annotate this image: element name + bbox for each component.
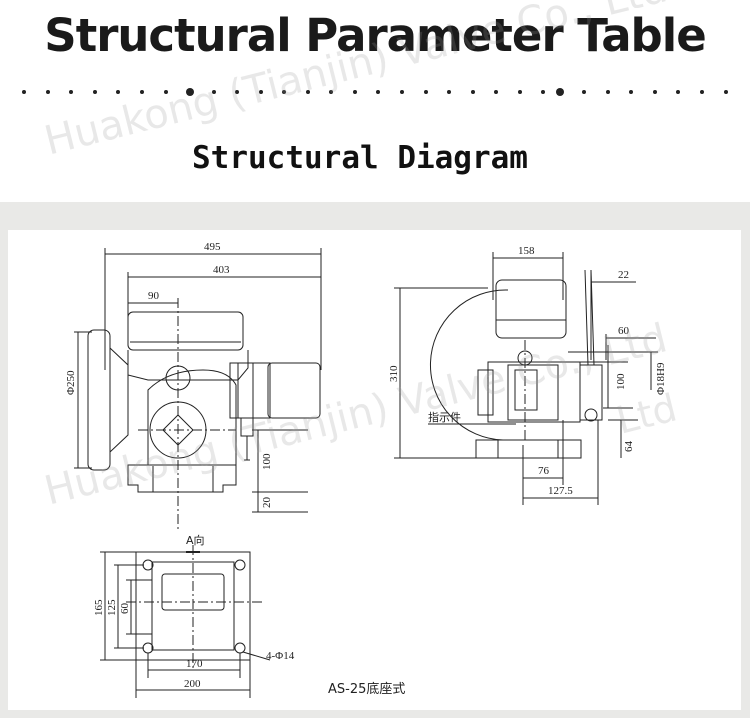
base-view-label: A向 — [186, 533, 205, 547]
front-view — [74, 248, 322, 530]
side-dim-64: 64 — [623, 441, 635, 453]
base-dim-165: 165 — [93, 599, 105, 616]
front-dim-403: 403 — [213, 264, 230, 276]
side-dim-127-5: 127.5 — [548, 485, 573, 497]
page-title: Structural Parameter Table — [44, 9, 706, 62]
diagram-sheet — [8, 230, 741, 710]
base-hole-label: 4-Φ14 — [266, 650, 295, 662]
base-dim-125: 125 — [106, 599, 118, 616]
front-dim-20: 20 — [261, 497, 273, 509]
side-dim-100: 100 — [615, 373, 627, 390]
front-dim-495: 495 — [204, 241, 221, 253]
section-title: Structural Diagram — [192, 140, 528, 176]
side-dim-phi18h9: Φ18H9 — [655, 362, 667, 395]
side-dim-310: 310 — [388, 365, 400, 382]
front-dim-phi250: Φ250 — [65, 370, 77, 395]
front-dim-100: 100 — [261, 453, 273, 470]
base-caption: AS-25底座式 — [328, 681, 405, 697]
front-dim-90: 90 — [148, 290, 160, 302]
base-dim-170: 170 — [186, 658, 203, 670]
base-dim-200: 200 — [184, 678, 201, 690]
side-dim-60: 60 — [618, 325, 630, 337]
side-view — [394, 252, 658, 505]
base-dim-60: 60 — [119, 603, 131, 615]
indicator-label: 指示件 — [428, 410, 461, 424]
dotted-divider — [22, 88, 728, 96]
side-dim-76: 76 — [538, 465, 550, 477]
side-dim-22: 22 — [618, 269, 629, 281]
side-dim-158: 158 — [518, 245, 535, 257]
technical-drawing: 495 403 90 Φ250 100 20 158 22 60 310 100… — [65, 241, 667, 698]
base-view — [100, 545, 271, 698]
